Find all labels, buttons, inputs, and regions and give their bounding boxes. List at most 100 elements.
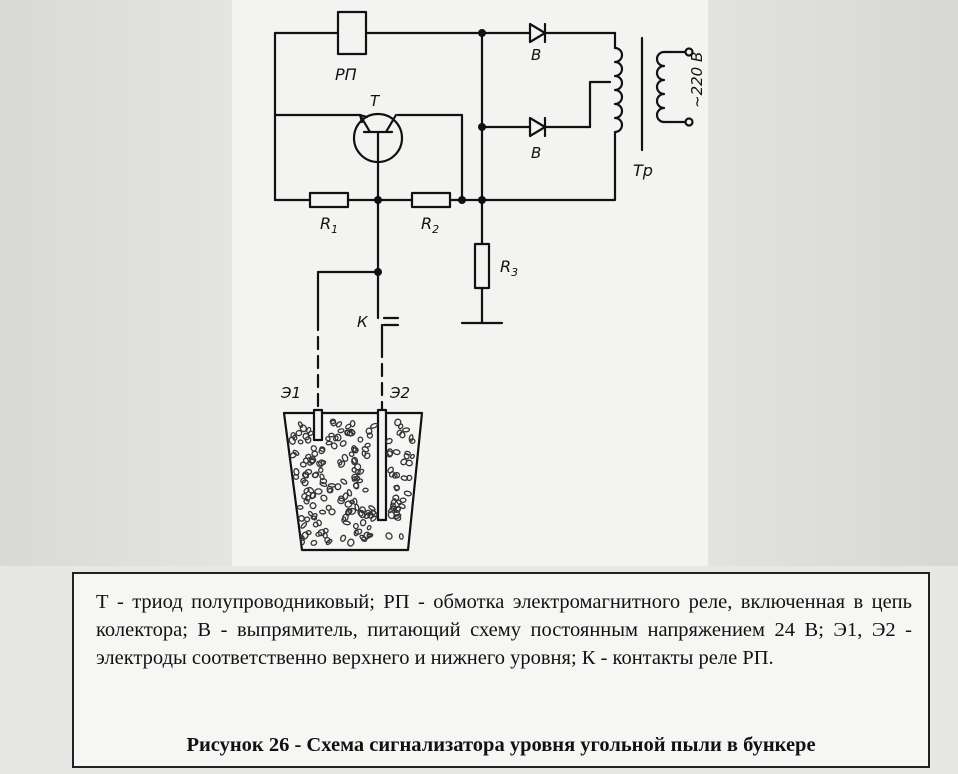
junction-lower (374, 268, 382, 276)
electrode-e1 (312, 408, 324, 442)
dust-particle (403, 490, 412, 497)
dust-particle (339, 534, 347, 542)
dust-particle (304, 494, 311, 502)
dust-particle (324, 536, 331, 544)
label-contact: К (357, 313, 369, 331)
dust-particle (322, 527, 329, 534)
dust-particle (358, 509, 366, 519)
label-electrode1: Э1 (280, 384, 301, 402)
junction-r3 (478, 196, 486, 204)
dust-particle (362, 487, 369, 493)
dust-particle (387, 466, 394, 474)
dust-particle (310, 445, 317, 452)
dust-particle (348, 507, 357, 515)
dust-particle (340, 478, 348, 485)
dust-particle (320, 460, 327, 466)
dust-particle (404, 450, 411, 456)
dust-particle (398, 423, 404, 430)
dust-particle (304, 436, 312, 444)
dust-particle (299, 424, 307, 433)
resistor-r3 (473, 242, 491, 290)
dust-particle (392, 494, 400, 502)
dust-particle (390, 498, 397, 506)
dust-particle (328, 432, 335, 438)
dust-particle (304, 468, 313, 476)
dust-particle (393, 505, 401, 513)
circuit-schematic: РП Т В В Тр ~220 В R1 R2 R3 К Э1 Э2 (273, 10, 706, 552)
wire-emitter-collector (273, 113, 464, 202)
dust-particle (349, 419, 356, 428)
dust-particle (305, 453, 312, 459)
dust-particle (338, 495, 345, 502)
dust-particle (353, 482, 360, 490)
dust-particle (386, 450, 393, 458)
dust-particle (329, 418, 337, 425)
dust-particle (369, 422, 379, 429)
dust-particle (363, 531, 371, 540)
junction-mid (478, 123, 486, 131)
label-r2: R2 (421, 214, 439, 236)
junction-top (478, 29, 486, 37)
dust-particle (288, 436, 296, 445)
dust-particle (298, 514, 305, 522)
label-electrode2: Э2 (389, 384, 410, 402)
label-r1: R1 (320, 214, 338, 236)
dust-particle (334, 433, 342, 442)
dust-particle (350, 446, 359, 454)
dust-particle (318, 467, 324, 474)
dust-particle (385, 437, 393, 445)
terminal-top (684, 47, 694, 57)
dust-particle (309, 492, 317, 499)
dust-particle (330, 442, 338, 450)
dust-particle (325, 504, 332, 511)
dust-particle (409, 453, 415, 460)
dust-particle (348, 451, 355, 458)
dust-particle (367, 511, 374, 519)
dust-particle (333, 435, 339, 442)
dust-particle (293, 468, 300, 476)
dust-particle (318, 509, 327, 515)
caption-box: Т - триод полупроводниковый; РП - обмотк… (72, 572, 930, 768)
diode-top (528, 22, 547, 44)
dust-particle (359, 519, 367, 527)
dust-particle (316, 519, 322, 527)
label-diode-top: В (531, 46, 541, 64)
dust-particle (337, 459, 343, 466)
dust-particle (392, 472, 398, 479)
dust-particle (337, 497, 346, 505)
dust-particle (309, 502, 317, 510)
junction-right (458, 196, 466, 204)
electrode-e2 (376, 408, 388, 522)
dust-particle (297, 421, 304, 428)
dust-particle (352, 522, 359, 530)
page-margin-right (708, 0, 958, 566)
dust-particle (301, 531, 309, 540)
dust-particle (310, 539, 318, 546)
dust-particle (311, 450, 319, 458)
dust-particle (310, 513, 318, 520)
terminal-bottom (684, 117, 694, 127)
label-diode-bottom: В (531, 144, 541, 162)
label-relay: РП (335, 65, 357, 84)
resistor-r2 (410, 191, 452, 209)
dust-particle (347, 538, 355, 547)
dust-particle (365, 427, 373, 435)
dust-particle (301, 479, 309, 487)
dust-particle (297, 439, 304, 445)
dust-particle (338, 460, 346, 468)
dust-particle (307, 458, 315, 466)
dust-particle (385, 532, 393, 540)
label-transformer: Тр (633, 161, 653, 180)
dust-particle (398, 533, 404, 540)
dust-particle (337, 428, 345, 434)
dust-particle (317, 529, 326, 537)
dust-particle (393, 484, 401, 491)
dust-particle (394, 471, 401, 479)
dust-particle (405, 459, 413, 467)
dust-particle (396, 499, 402, 506)
dust-particle (296, 504, 304, 510)
dust-particle (344, 429, 354, 437)
label-triode: Т (370, 92, 381, 110)
dust-particle (292, 449, 300, 456)
dust-particle (335, 421, 343, 428)
